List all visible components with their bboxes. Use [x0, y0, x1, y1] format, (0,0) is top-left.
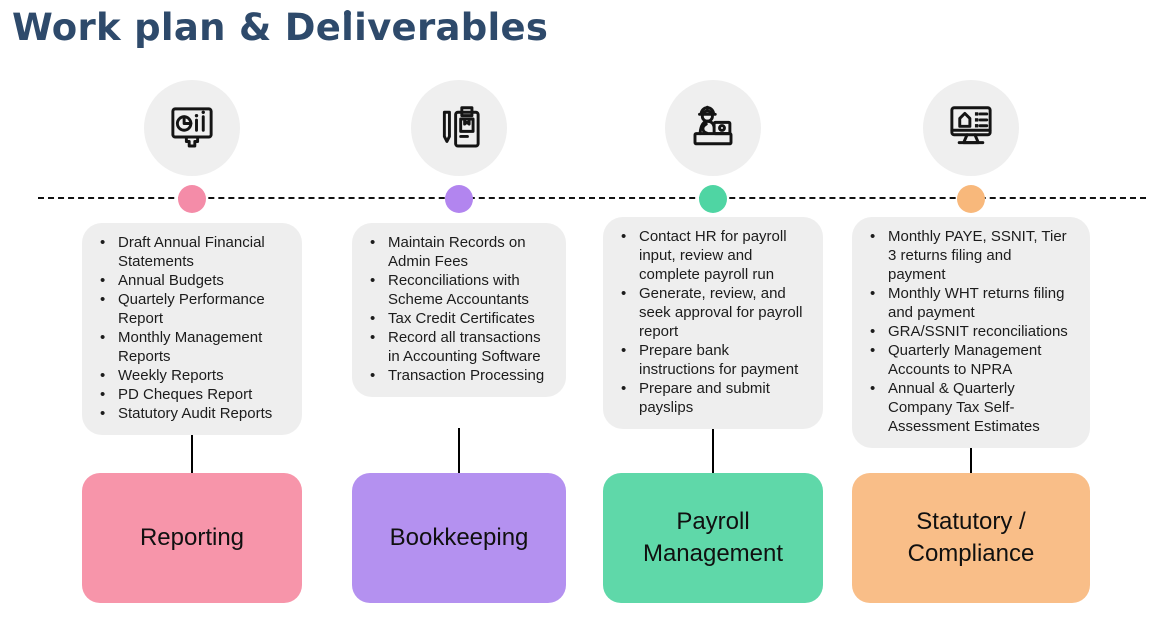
list-item: Quarterly Management Accounts to NPRA: [860, 341, 1072, 379]
page-title: Work plan & Deliverables: [12, 6, 549, 49]
timeline-dot: [178, 185, 206, 213]
connector-line: [458, 428, 460, 478]
list-item: Statutory Audit Reports: [90, 404, 284, 423]
list-item: Monthly Management Reports: [90, 328, 284, 366]
connector-line: [712, 428, 714, 478]
deliverables-card: Monthly PAYE, SSNIT, Tier 3 returns fili…: [852, 217, 1090, 448]
list-item: Prepare bank instructions for payment: [611, 341, 805, 379]
list-item: Annual Budgets: [90, 271, 284, 290]
icon-circle: [665, 80, 761, 176]
deliverables-list: Contact HR for payroll input, review and…: [611, 227, 805, 417]
list-item: Prepare and submit payslips: [611, 379, 805, 417]
list-item: GRA/SSNIT reconciliations: [860, 322, 1072, 341]
list-item: Reconciliations with Scheme Accountants: [360, 271, 548, 309]
category-label-statutory-compliance: Statutory / Compliance: [852, 473, 1090, 603]
timeline-dashed-line: [38, 197, 1146, 199]
decorative-dot: [344, 10, 351, 17]
list-item: Tax Credit Certificates: [360, 309, 548, 328]
icon-circle: [411, 80, 507, 176]
deliverables-card: Maintain Records on Admin Fees Reconcili…: [352, 223, 566, 397]
list-item: Contact HR for payroll input, review and…: [611, 227, 805, 284]
charts-presentation-icon: [171, 107, 213, 148]
list-item: Maintain Records on Admin Fees: [360, 233, 548, 271]
connector-line: [970, 428, 972, 478]
deliverables-card: Contact HR for payroll input, review and…: [603, 217, 823, 429]
icon-circle: [923, 80, 1019, 176]
list-item: Monthly PAYE, SSNIT, Tier 3 returns fili…: [860, 227, 1072, 284]
deliverables-list: Monthly PAYE, SSNIT, Tier 3 returns fili…: [860, 227, 1072, 436]
list-item: Monthly WHT returns filing and payment: [860, 284, 1072, 322]
accountant-laptop-icon: [693, 105, 733, 146]
deliverables-list: Draft Annual Financial Statements Annual…: [90, 233, 284, 423]
clipboard-pen-icon: [442, 106, 480, 148]
monitor-checklist-icon: [950, 106, 992, 145]
deliverables-list: Maintain Records on Admin Fees Reconcili…: [360, 233, 548, 385]
list-item: Annual & Quarterly Company Tax Self-Asse…: [860, 379, 1072, 436]
list-item: Weekly Reports: [90, 366, 284, 385]
icon-circle: [144, 80, 240, 176]
list-item: PD Cheques Report: [90, 385, 284, 404]
timeline-dot: [699, 185, 727, 213]
list-item: Draft Annual Financial Statements: [90, 233, 284, 271]
deliverables-card: Draft Annual Financial Statements Annual…: [82, 223, 302, 435]
list-item: Transaction Processing: [360, 366, 548, 385]
category-label-payroll-management: Payroll Management: [603, 473, 823, 603]
category-label-reporting: Reporting: [82, 473, 302, 603]
timeline-dot: [957, 185, 985, 213]
list-item: Quartely Performance Report: [90, 290, 284, 328]
list-item: Record all transactions in Accounting So…: [360, 328, 548, 366]
list-item: Generate, review, and seek approval for …: [611, 284, 805, 341]
timeline-dot: [445, 185, 473, 213]
category-label-bookkeeping: Bookkeeping: [352, 473, 566, 603]
connector-line: [191, 428, 193, 478]
